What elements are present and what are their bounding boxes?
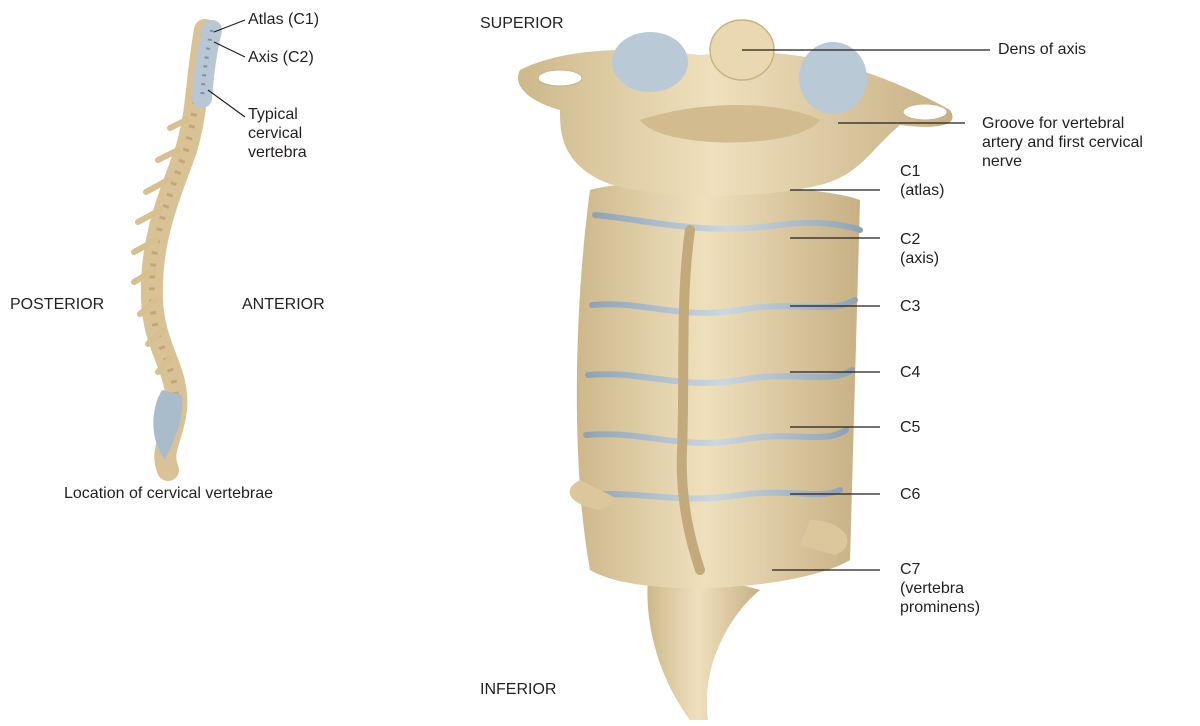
label-c5: C5 [900, 418, 920, 437]
label-atlas-c1: Atlas (C1) [248, 10, 319, 29]
label-c1-atlas: C1 (atlas) [900, 162, 944, 200]
full-spine-illustration [134, 30, 212, 470]
label-c6: C6 [900, 485, 920, 504]
label-c3: C3 [900, 297, 920, 316]
label-posterior: POSTERIOR [10, 295, 104, 314]
cervical-column-illustration [518, 20, 953, 720]
label-inferior: INFERIOR [480, 680, 556, 699]
caption-location-of-cervical-vertebrae: Location of cervical vertebrae [64, 484, 273, 503]
label-dens-of-axis: Dens of axis [998, 40, 1086, 59]
label-c7-vertebra-prominens: C7 (vertebra prominens) [900, 560, 980, 617]
label-anterior: ANTERIOR [242, 295, 325, 314]
label-c2-axis: C2 (axis) [900, 230, 939, 268]
label-axis-c2: Axis (C2) [248, 48, 314, 67]
label-superior: SUPERIOR [480, 14, 564, 33]
label-groove-vertebral-artery: Groove for vertebral artery and first ce… [982, 114, 1143, 171]
label-c4: C4 [900, 363, 920, 382]
label-typical-cervical-vertebra: Typical cervical vertebra [248, 105, 307, 162]
